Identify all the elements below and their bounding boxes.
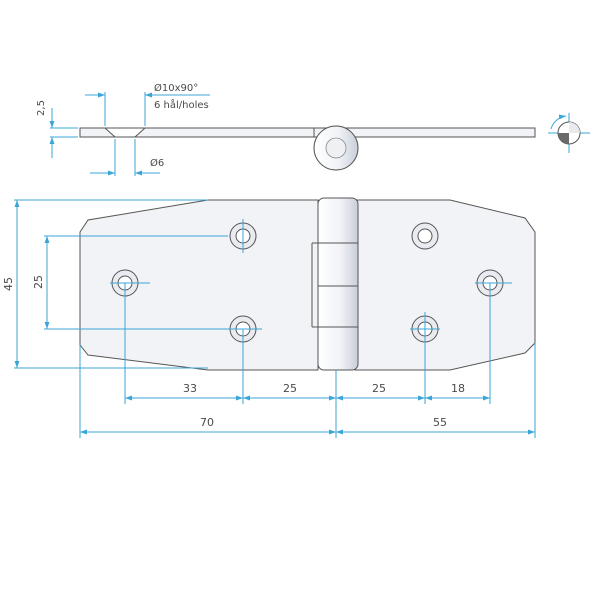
countersink-label: Ø10x90° xyxy=(154,82,198,94)
dim-label-25-right: 25 xyxy=(372,382,386,395)
hole xyxy=(411,222,439,250)
holes-count-label: 6 hål/holes xyxy=(154,98,209,111)
countersink-dimension: Ø10x90° 6 hål/holes xyxy=(85,82,210,126)
countersink-notch xyxy=(103,127,147,138)
dim-label-33: 33 xyxy=(183,382,197,395)
hole-diameter-dimension: Ø6 xyxy=(90,139,164,176)
vertical-spacing-label: 25 xyxy=(32,275,45,289)
dim-label-55: 55 xyxy=(433,416,447,429)
height-label: 45 xyxy=(2,277,15,291)
projection-symbol-icon xyxy=(548,113,590,153)
height-dimension: 45 xyxy=(2,200,20,368)
thickness-label: 2,5 xyxy=(36,100,47,116)
side-view-pin xyxy=(325,137,347,159)
dim-label-25-left: 25 xyxy=(283,382,297,395)
right-leaf xyxy=(354,199,536,371)
vertical-hole-spacing-dimension: 25 xyxy=(32,236,50,329)
hinge-knuckle xyxy=(311,197,359,371)
thickness-dimension: 2,5 xyxy=(36,100,78,158)
dim-label-18: 18 xyxy=(451,382,465,395)
side-view: 2,5 Ø10x90° 6 hål/holes Ø6 xyxy=(36,82,536,176)
side-view-plate xyxy=(79,127,536,138)
dim-label-70: 70 xyxy=(200,416,214,429)
extension-lines xyxy=(14,199,536,438)
front-view: 45 25 33 25 25 18 70 xyxy=(2,197,536,438)
hole-diameter-label: Ø6 xyxy=(150,157,164,169)
